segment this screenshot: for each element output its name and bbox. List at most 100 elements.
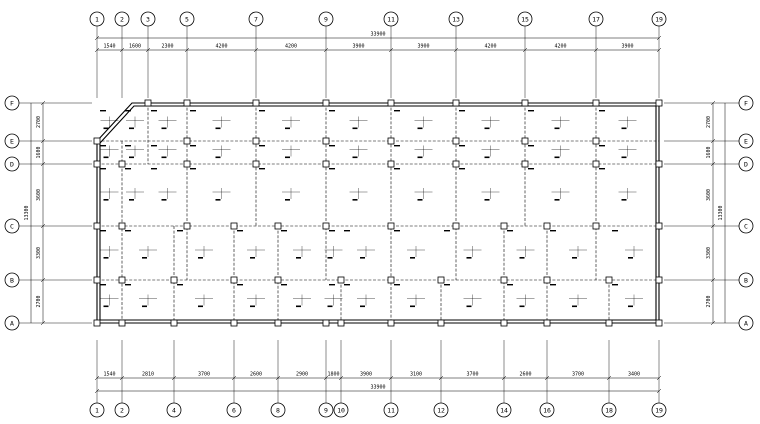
axis-bubble-top-5-circle xyxy=(179,11,195,27)
axis-bubble-left-D-label: D xyxy=(10,160,14,168)
annotation-mark xyxy=(528,145,534,147)
axis-bubble-bottom-10: 10 xyxy=(333,402,349,418)
column xyxy=(387,160,395,168)
axis-bubble-top-7: 7 xyxy=(248,11,264,27)
axis-bubble-bottom-8-circle xyxy=(270,402,286,418)
annotation-mark xyxy=(190,110,196,112)
top-dim-tick xyxy=(253,47,259,53)
axis-bubble-left-B-label: B xyxy=(10,276,14,284)
beam-lines xyxy=(97,103,659,323)
annotation-mark xyxy=(142,257,147,259)
axis-bubble-top-17-label: 17 xyxy=(592,15,600,23)
column xyxy=(93,222,101,230)
annotation-mark xyxy=(360,305,365,308)
annotation-mark xyxy=(237,230,243,232)
axis-bubble-left-B-circle xyxy=(4,272,20,288)
axis-bubble-bottom-2: 2 xyxy=(114,402,130,418)
annotation-mark xyxy=(352,199,358,201)
bottom-dim-label: 2810 xyxy=(142,372,154,378)
annotation-mark xyxy=(554,156,560,159)
axis-bubble-bottom-6-circle xyxy=(226,402,242,418)
axis-bubble-left-C-circle xyxy=(4,218,20,234)
axis-bubble-left-E-circle xyxy=(4,133,20,149)
bottom-dim-label: 3400 xyxy=(628,372,640,378)
column xyxy=(144,99,152,107)
right-total-label: 13300 xyxy=(718,205,724,220)
annotation-mark xyxy=(599,110,605,112)
axis-bubble-bottom-19-circle xyxy=(651,402,667,418)
axis-bubble-top-19-label: 19 xyxy=(655,15,663,23)
axis-bubble-left-C-label: C xyxy=(10,222,14,230)
right-dim-tick xyxy=(710,100,716,106)
annotation-mark xyxy=(550,230,556,232)
column xyxy=(274,276,282,284)
axis-bubble-bottom-19: 19 xyxy=(651,402,667,418)
annotation-mark xyxy=(285,156,290,159)
annotation-mark xyxy=(484,127,490,130)
annotation-mark xyxy=(628,305,633,308)
top-total-label: 33900 xyxy=(370,32,385,38)
right-dim-label: 3600 xyxy=(706,189,712,201)
column xyxy=(500,276,508,284)
annotation-mark xyxy=(352,127,358,130)
axis-bubble-top-15-circle xyxy=(517,11,533,27)
annotation-mark xyxy=(250,257,255,259)
column xyxy=(118,160,126,168)
annotation-mark xyxy=(329,145,335,147)
annotation-mark xyxy=(459,145,465,147)
axis-bubble-bottom-1-circle xyxy=(89,402,105,418)
left-dim-label: 3300 xyxy=(36,247,42,259)
annotation-mark xyxy=(621,127,627,130)
axis-bubble-left-E-label: E xyxy=(10,137,14,145)
annotation-mark xyxy=(129,127,134,130)
axis-bubble-right-F-label: F xyxy=(744,99,748,107)
axis-bubble-top-11: 11 xyxy=(383,11,399,27)
axis-bubble-bottom-10-label: 10 xyxy=(337,406,345,414)
column xyxy=(437,276,445,284)
bottom-dim-tick xyxy=(171,375,177,381)
column xyxy=(655,319,663,327)
annotation-mark xyxy=(459,110,465,112)
column xyxy=(322,137,330,145)
column xyxy=(252,99,260,107)
axis-bubble-top-7-circle xyxy=(248,11,264,27)
column xyxy=(387,137,395,145)
annotation-mark xyxy=(296,257,301,259)
column xyxy=(93,276,101,284)
axis-bubble-left-A: A xyxy=(4,315,20,331)
column xyxy=(655,222,663,230)
left-dim-label: 1600 xyxy=(36,146,42,158)
axis-bubble-bottom-6-label: 6 xyxy=(232,406,236,414)
column xyxy=(543,276,551,284)
axis-bubble-top-3-label: 3 xyxy=(146,15,150,23)
column xyxy=(592,99,600,107)
left-dim-label: 3600 xyxy=(36,189,42,201)
annotation-mark xyxy=(599,168,605,170)
annotation-mark xyxy=(281,284,287,286)
annotation-mark xyxy=(394,168,400,170)
axis-bubble-right-B-circle xyxy=(738,272,754,288)
annotation-mark xyxy=(151,145,157,147)
column xyxy=(655,160,663,168)
annotation-mark xyxy=(572,305,577,308)
annotation-mark xyxy=(329,168,335,170)
annotation-mark xyxy=(327,257,333,259)
annotation-mark xyxy=(352,156,358,159)
annotation-mark xyxy=(103,305,109,308)
axis-bubble-top-17-circle xyxy=(588,11,604,27)
left-dim-tick xyxy=(40,138,46,144)
columns xyxy=(93,99,663,327)
top-dim-label: 4200 xyxy=(285,44,297,50)
axis-bubble-right-E-label: E xyxy=(744,137,748,145)
top-total-tick xyxy=(656,35,662,41)
bottom-dim-tick xyxy=(323,375,329,381)
axis-bubble-bottom-12: 12 xyxy=(433,402,449,418)
column xyxy=(93,160,101,168)
axis-bubble-left-F: F xyxy=(4,95,20,111)
axis-bubble-bottom-14-label: 14 xyxy=(500,406,508,414)
annotation-mark xyxy=(621,199,627,201)
annotation-mark xyxy=(417,127,423,130)
annotation-mark xyxy=(190,168,196,170)
annotation-mark xyxy=(285,127,290,130)
axis-bubble-bottom-8: 8 xyxy=(270,402,286,418)
